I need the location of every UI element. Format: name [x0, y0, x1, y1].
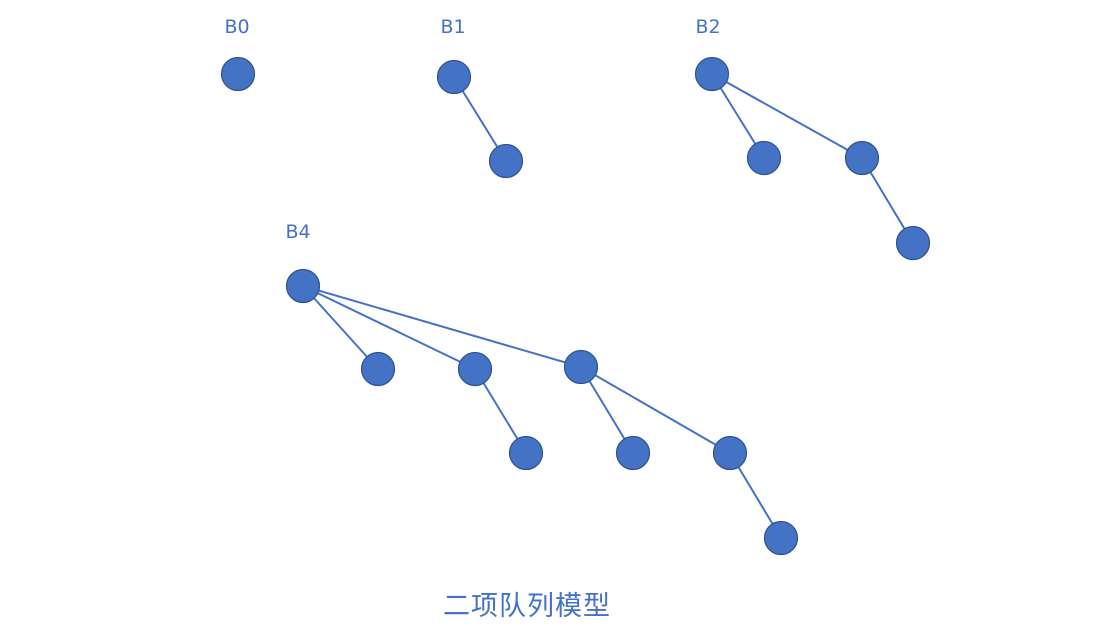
node-b2-n2 [844, 140, 880, 176]
node-b0-n0 [220, 56, 256, 92]
node-b4-n3 [508, 435, 544, 471]
node-b2-n1 [746, 140, 782, 176]
node-b4-n0 [285, 268, 321, 304]
tree-label-b4: B4 [285, 221, 310, 243]
edge-b2-n0-b2-n2 [711, 73, 863, 159]
node-b2-n3 [895, 225, 931, 261]
node-b1-n1 [488, 143, 524, 179]
node-b4-n1 [360, 351, 396, 387]
node-b2-n0 [694, 56, 730, 92]
diagram-caption: 二项队列模型 [443, 591, 611, 622]
edge-b4-n0-b4-n1 [302, 285, 379, 370]
edge-b4-n4-b4-n6 [580, 366, 731, 454]
node-b4-n2 [457, 351, 493, 387]
node-b4-n4 [563, 349, 599, 385]
tree-label-b0: B0 [224, 16, 249, 38]
node-b4-n7 [763, 520, 799, 556]
tree-label-b2: B2 [695, 16, 720, 38]
nodes-layer [220, 56, 931, 556]
edge-b4-n0-b4-n2 [302, 285, 476, 370]
tree-label-b1: B1 [440, 16, 465, 38]
edge-b4-n0-b4-n4 [302, 285, 582, 368]
node-b1-n0 [436, 59, 472, 95]
edges-layer [302, 73, 914, 539]
labels-layer: B0 B1 B2 B4 [224, 16, 720, 243]
node-b4-n6 [712, 435, 748, 471]
node-b4-n5 [615, 435, 651, 471]
